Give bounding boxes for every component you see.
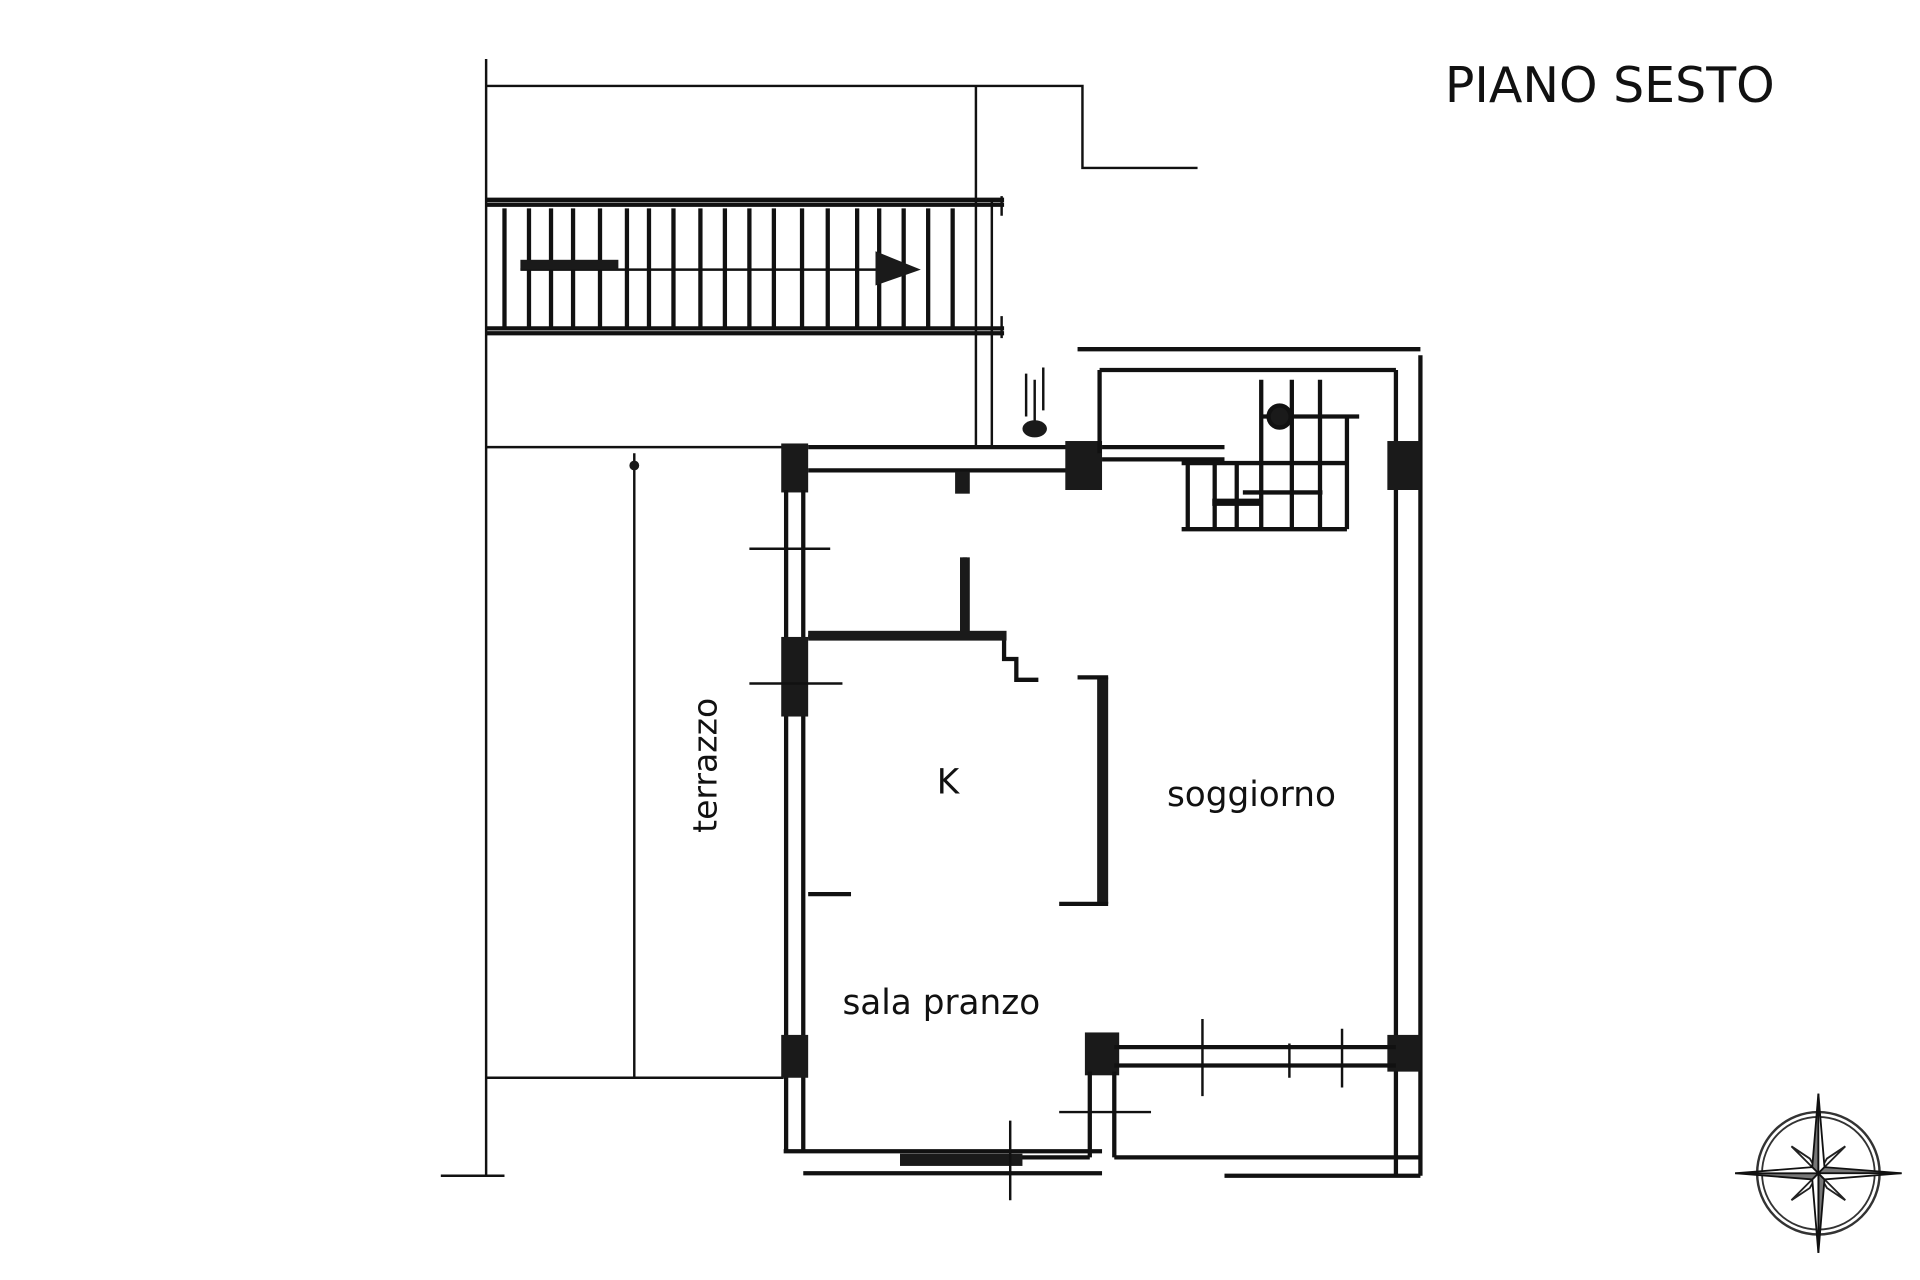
apartment-walls [749,347,1423,1201]
room-label-terrace: terrazzo [685,698,724,833]
room-label-kitchen: K [937,763,961,803]
room-label-dining: sala pranzo [842,983,1040,1023]
staircase [1181,379,1360,532]
terrace: terrazzo [486,445,784,1079]
plan-title: PIANO SESTO [1445,57,1775,114]
adjacent-building [440,58,1198,1177]
compass-rose-icon [1735,1093,1902,1253]
room-label-living: soggiorno [1167,775,1336,815]
